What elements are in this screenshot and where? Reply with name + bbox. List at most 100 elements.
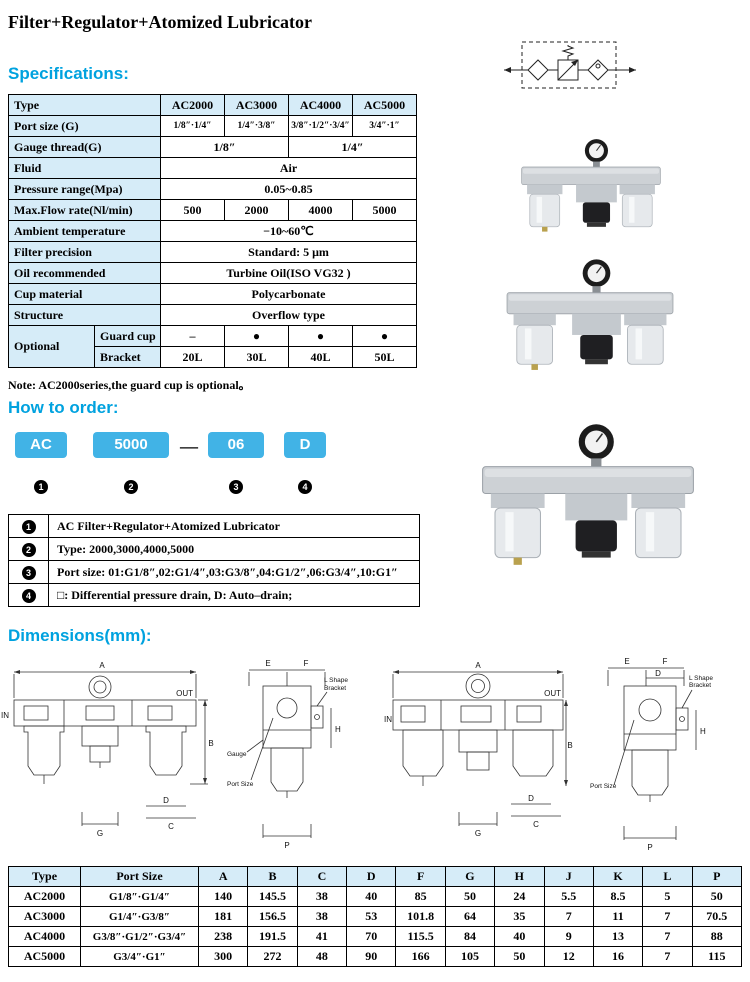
order-code-drain: D: [284, 432, 326, 458]
spec-label-gauge: Gauge thread(G): [8, 136, 161, 158]
spec-value: Standard: 5 μm: [160, 241, 417, 263]
spec-value: 1/8″·1/4″: [160, 115, 225, 137]
spec-value: 1/4″·3/8″: [224, 115, 289, 137]
legend-num-cell: 2: [8, 537, 49, 561]
dim-header: C: [296, 866, 348, 887]
dim-label-d: D: [655, 669, 661, 678]
dim-cell: 7: [543, 906, 594, 927]
dim-type: AC4000: [8, 926, 81, 947]
spec-value: 0.05~0.85: [160, 178, 417, 200]
dim-cell: 40: [346, 886, 397, 907]
dim-cell: 50: [444, 886, 496, 907]
legend-row: 4 □: Differential pressure drain, D: Aut…: [8, 583, 420, 607]
dim-cell: 50: [691, 886, 743, 907]
spec-value: Overflow type: [160, 304, 417, 326]
spec-row-filter-precision: Filter precision Standard: 5 μm: [8, 241, 417, 263]
dim-cell: 140: [197, 886, 249, 907]
dim-cell: 70: [346, 926, 397, 947]
order-code-type: 5000: [93, 432, 169, 458]
spec-row-type: Type AC2000 AC3000 AC4000 AC5000: [8, 94, 417, 116]
dim-label-p: P: [647, 843, 652, 852]
specifications-table: Type AC2000 AC3000 AC4000 AC5000 Port si…: [8, 94, 417, 368]
legend-num-cell: 4: [8, 583, 49, 607]
spec-value: 2000: [224, 199, 289, 221]
dim-cell: 40: [494, 926, 545, 947]
dim-cell: 5.5: [543, 886, 594, 907]
dim-cell: 115.5: [395, 926, 446, 947]
dim-header: B: [247, 866, 298, 887]
dim-label-in: IN: [1, 711, 9, 720]
label-port-size: Port Size: [590, 783, 617, 790]
label-gauge: Gauge: [227, 751, 247, 758]
frl-unit-illustration: [482, 424, 694, 565]
dim-cell: 238: [197, 926, 249, 947]
frl-unit-illustration: [521, 139, 661, 232]
legend-marker-1: 1: [21, 519, 36, 534]
dim-label-in: IN: [384, 715, 392, 724]
dim-label-g: G: [97, 829, 103, 838]
dim-label-c: C: [168, 822, 174, 831]
label-port-size: Port Size: [227, 781, 254, 788]
spec-value: –: [160, 325, 225, 347]
spec-label-type: Type: [8, 94, 161, 116]
dim-cell: 145.5: [247, 886, 298, 907]
spec-value: Air: [160, 157, 417, 179]
spec-value: 40L: [288, 346, 353, 368]
dim-port: G3/4″·G1″: [80, 946, 199, 967]
dim-label-a: A: [99, 661, 105, 670]
dim-port: G1/4″·G3/8″: [80, 906, 199, 927]
spec-value: 20L: [160, 346, 225, 368]
dim-cell: 12: [543, 946, 594, 967]
dim-header-row: Type Port Size A B C D F G H J K L P: [8, 866, 743, 887]
dim-header: A: [197, 866, 249, 887]
legend-num-cell: 1: [8, 514, 49, 538]
drawing-lines: [13, 670, 208, 826]
spec-label-structure: Structure: [8, 304, 161, 326]
dim-header: P: [691, 866, 743, 887]
spec-value: ●: [352, 325, 417, 347]
dim-row-ac2000: AC2000 G1/8″·G1/4″ 140 145.5 38 40 85 50…: [8, 886, 743, 907]
spec-value: 1/8″: [160, 136, 289, 158]
drawing-lines: [392, 670, 568, 826]
dim-cell: 50: [494, 946, 545, 967]
dim-label-d: D: [163, 796, 169, 805]
spec-value: −10~60℃: [160, 220, 417, 242]
dim-port: G1/8″·G1/4″: [80, 886, 199, 907]
legend-text: Port size: 01:G1/8″,02:G1/4″,03:G3/8″,04…: [48, 560, 420, 584]
legend-row: 1 AC Filter+Regulator+Atomized Lubricato…: [8, 514, 420, 538]
dim-label-out: OUT: [176, 689, 193, 698]
legend-marker-4: 4: [21, 588, 36, 603]
how-to-order-heading: How to order:: [8, 398, 119, 417]
order-marker-1: 1: [34, 480, 48, 494]
dim-label-p: P: [284, 841, 289, 850]
spec-row-pressure: Pressure range(Mpa) 0.05~0.85: [8, 178, 417, 200]
spec-label-bracket: Bracket: [94, 346, 161, 368]
note-text: Note: AC2000series,the guard cup is opti…: [8, 378, 251, 392]
spec-label-oil: Oil recommended: [8, 262, 161, 284]
dim-cell: 300: [197, 946, 249, 967]
dimensions-heading: Dimensions(mm):: [8, 626, 152, 645]
spec-type-ac5000: AC5000: [352, 94, 417, 116]
spec-value: 1/4″: [288, 136, 417, 158]
spec-row-bracket: Bracket 20L 30L 40L 50L: [9, 346, 417, 368]
label-bracket: Bracket: [689, 682, 711, 689]
order-marker-2: 2: [124, 480, 138, 494]
spec-value: Turbine Oil(ISO VG32 ): [160, 262, 417, 284]
dim-cell: 105: [444, 946, 496, 967]
dim-cell: 11: [592, 906, 644, 927]
dim-cell: 166: [395, 946, 446, 967]
spec-row-cup: Cup material Polycarbonate: [8, 283, 417, 305]
dim-row-ac5000: AC5000 G3/4″·G1″ 300 272 48 90 166 105 5…: [8, 946, 743, 967]
dim-cell: 101.8: [395, 906, 446, 927]
page-title: Filter+Regulator+Atomized Lubricator: [8, 12, 312, 32]
order-code-series: AC: [15, 432, 67, 458]
spec-label-cup: Cup material: [8, 283, 161, 305]
order-marker-3: 3: [229, 480, 243, 494]
dim-cell: 48: [296, 946, 348, 967]
spec-value: 500: [160, 199, 225, 221]
spec-row-guard-cup: Optional Guard cup – ● ● ●: [8, 325, 417, 368]
dim-cell: 115: [691, 946, 743, 967]
spec-value: 4000: [288, 199, 353, 221]
product-photo-ac3000: [506, 259, 674, 370]
spec-type-ac3000: AC3000: [224, 94, 289, 116]
